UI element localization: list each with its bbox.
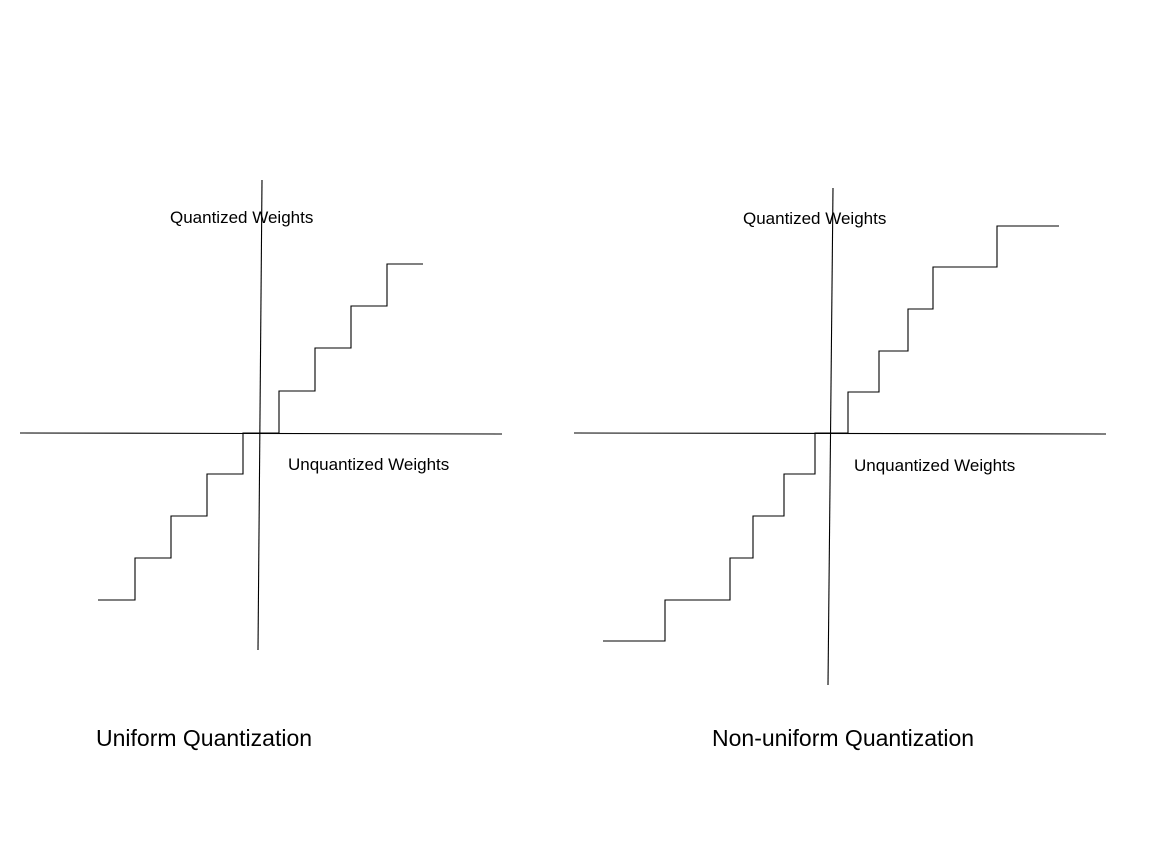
uniform-y-axis-label: Quantized Weights bbox=[170, 208, 314, 227]
uniform-caption: Uniform Quantization bbox=[96, 725, 313, 751]
nonuniform-y-axis-label: Quantized Weights bbox=[743, 209, 887, 228]
nonuniform-y-axis bbox=[827, 187, 834, 686]
uniform-staircase bbox=[98, 263, 423, 601]
uniform-x-axis-label: Unquantized Weights bbox=[288, 455, 450, 474]
nonuniform-panel bbox=[573, 187, 1107, 686]
uniform-y-axis bbox=[257, 179, 263, 651]
nonuniform-x-axis-label: Unquantized Weights bbox=[854, 456, 1016, 475]
nonuniform-staircase bbox=[603, 225, 1059, 642]
nonuniform-caption: Non-uniform Quantization bbox=[712, 725, 975, 751]
uniform-panel bbox=[19, 179, 503, 651]
